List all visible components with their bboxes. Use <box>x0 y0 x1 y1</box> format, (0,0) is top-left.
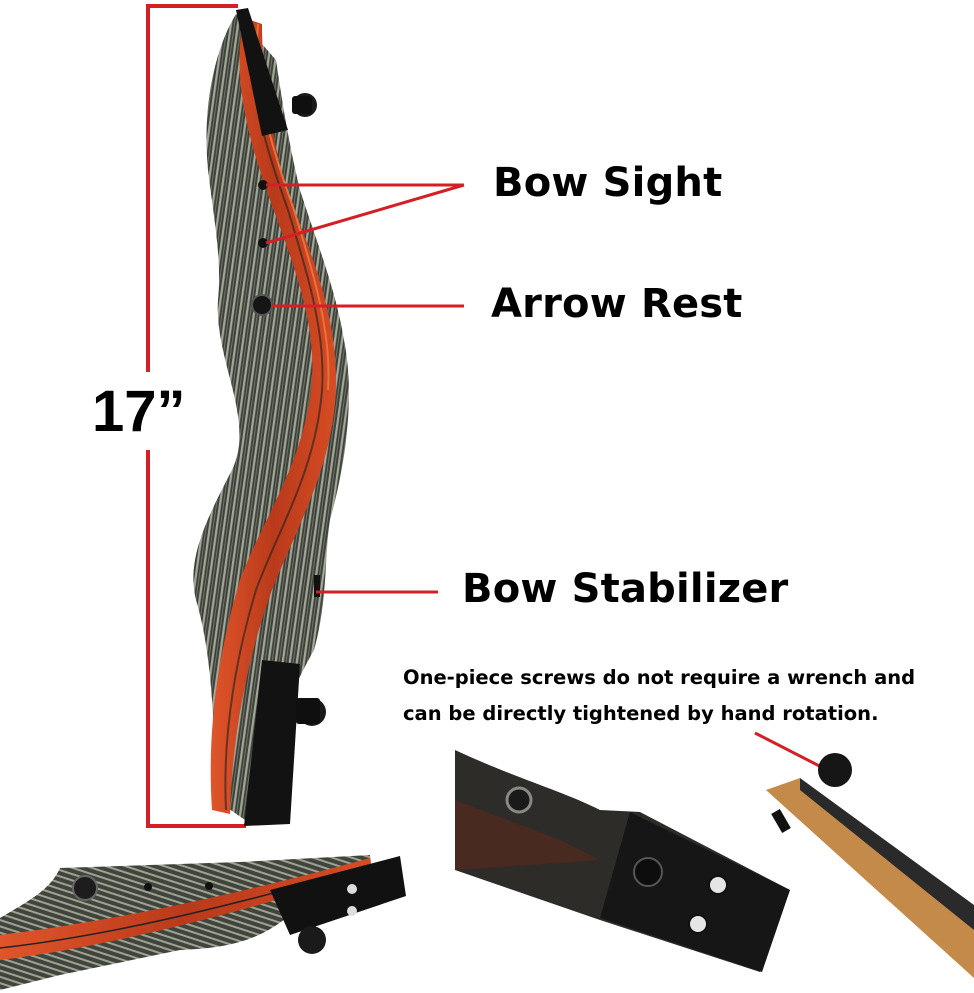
limb-bolt-closeup <box>455 750 974 978</box>
bow-stabilizer-label: Bow Stabilizer <box>462 566 789 612</box>
callout-lines <box>265 183 838 777</box>
riser-body <box>193 8 349 826</box>
arrow-rest-label: Arrow Rest <box>491 281 743 327</box>
bow-sight-label: Bow Sight <box>493 160 723 206</box>
limb-pocket-closeup <box>0 855 406 990</box>
screw-note: One-piece screws do not require a wrench… <box>403 660 915 732</box>
screw-note-line-1: One-piece screws do not require a wrench… <box>403 666 916 689</box>
length-label: 17” <box>92 379 186 444</box>
length-bracket <box>146 4 246 828</box>
screw-note-line-2: can be directly tightened by hand rotati… <box>403 702 879 725</box>
